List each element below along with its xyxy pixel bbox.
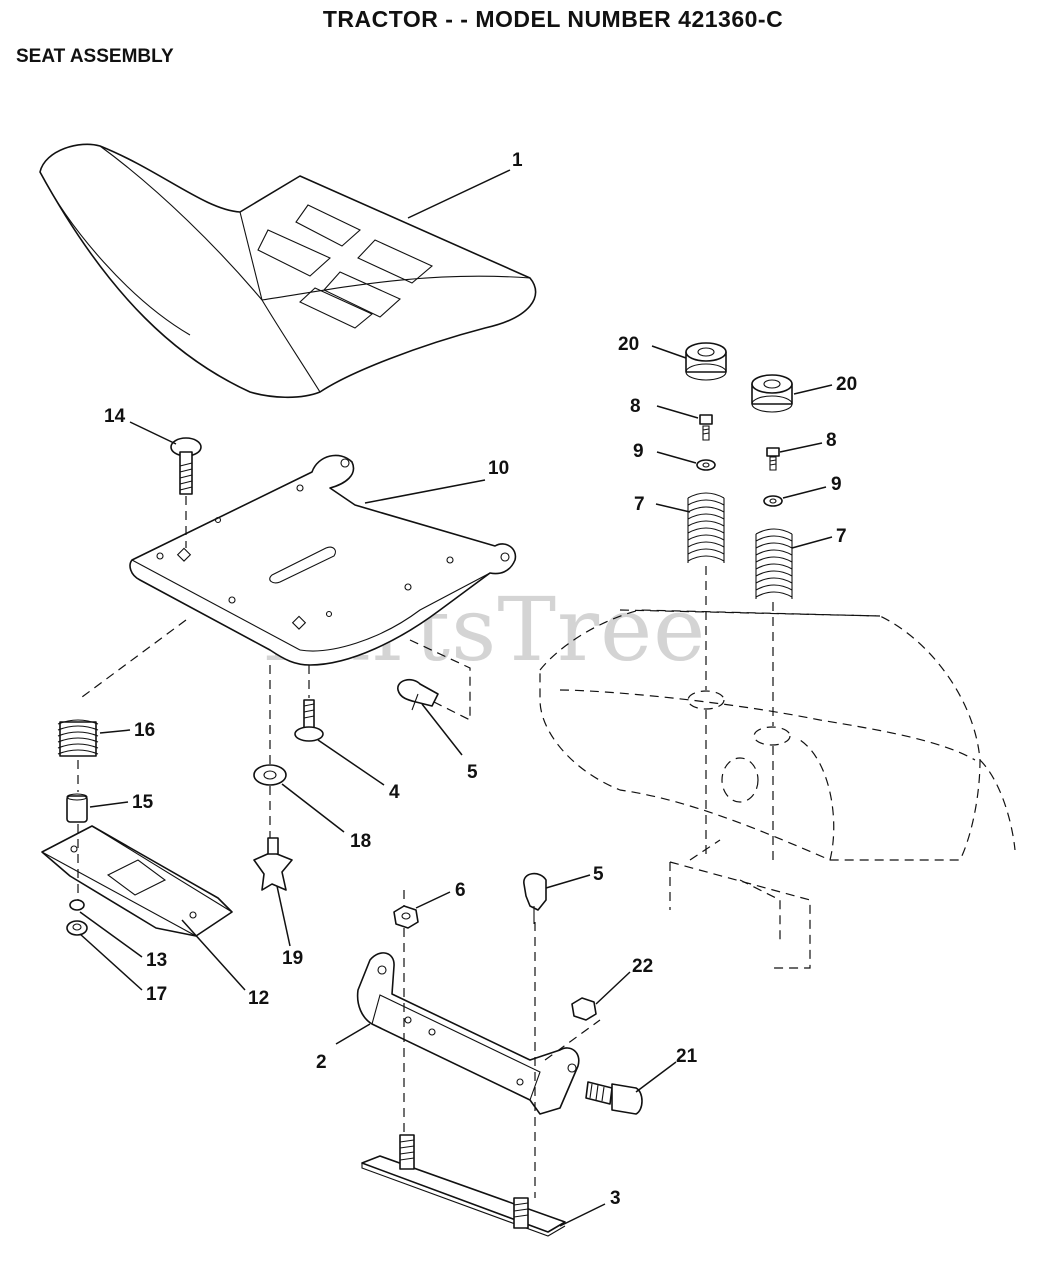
- callout-20-right: 20: [836, 374, 857, 395]
- callout-4: 4: [389, 782, 400, 803]
- clip-5-upper-part: [397, 678, 439, 711]
- callout-2: 2: [316, 1052, 327, 1073]
- leader-lines: [79, 169, 833, 1227]
- spacer-15-part: [66, 793, 88, 823]
- callout-21: 21: [676, 1046, 698, 1067]
- knob-19-part: [253, 837, 293, 891]
- callout-12: 12: [248, 988, 269, 1009]
- screw-8-left-part: [699, 414, 713, 441]
- shoulder-bolt-part: [294, 699, 324, 742]
- washer-18-part: [253, 764, 287, 786]
- callout-8-right: 8: [826, 430, 837, 451]
- page-title: TRACTOR - - MODEL NUMBER 421360-C: [322, 6, 784, 32]
- callout-10: 10: [488, 458, 509, 479]
- callout-9-left: 9: [633, 441, 644, 462]
- seat-bracket-part: [356, 952, 580, 1115]
- clip-5-lower-part: [523, 872, 547, 924]
- callout-7-left: 7: [634, 494, 645, 515]
- spacer-20-left-part: [685, 342, 727, 381]
- callout-17: 17: [146, 984, 167, 1005]
- screw-8-right-part: [766, 447, 780, 471]
- callout-8-left: 8: [630, 396, 641, 417]
- seat-part: [39, 143, 537, 399]
- spacer-20-right-part: [751, 374, 793, 413]
- callout-5-lower: 5: [593, 864, 604, 885]
- callout-20-left: 20: [618, 334, 639, 355]
- spring-7-right-part: [755, 528, 793, 602]
- callout-13: 13: [146, 950, 167, 971]
- washer-9-left-part: [696, 459, 716, 471]
- section-title: SEAT ASSEMBLY: [16, 46, 174, 67]
- fender-outline: [539, 609, 1016, 969]
- callout-19: 19: [282, 948, 303, 969]
- callout-18: 18: [350, 831, 371, 852]
- nut-13-part: [69, 899, 85, 911]
- callout-14: 14: [104, 406, 126, 427]
- hex-nut-6-part: [393, 905, 419, 929]
- mounting-plate-part: [361, 1134, 566, 1237]
- callout-9-right: 9: [831, 474, 842, 495]
- nut-17-part: [66, 920, 88, 936]
- spring-7-left-part: [687, 492, 725, 566]
- spring-16-part: [57, 719, 99, 757]
- callout-1: 1: [512, 150, 523, 171]
- callout-5-upper: 5: [467, 762, 478, 783]
- callout-3: 3: [610, 1188, 621, 1209]
- carriage-bolt-part: [170, 437, 202, 495]
- callout-15: 15: [132, 792, 154, 813]
- washer-9-right-part: [763, 495, 783, 507]
- callout-22: 22: [632, 956, 653, 977]
- callout-7-right: 7: [836, 526, 847, 547]
- assembly-centerlines: [77, 496, 774, 1198]
- callout-6: 6: [455, 880, 466, 901]
- callout-16: 16: [134, 720, 155, 741]
- slide-rail-part: [41, 825, 233, 937]
- callout-labels: 1 2 3 4 5 5 6 7 7 8 8 9 9 10 12 13 14 15…: [104, 150, 857, 1209]
- shoulder-bolt-21-part: [585, 1081, 643, 1115]
- hex-nut-22-part: [571, 997, 597, 1021]
- seat-pan-part: [129, 454, 517, 666]
